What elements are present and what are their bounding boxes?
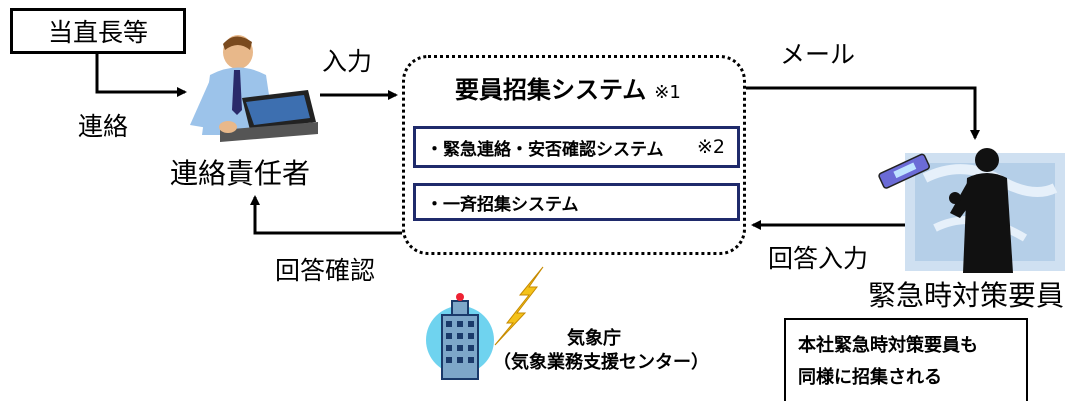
- mail-label: メール: [780, 40, 856, 69]
- jma-building-icon: [426, 266, 544, 380]
- responsible-person-icon: [190, 35, 318, 142]
- bulk-recall-system-box: ・一斉招集システム: [413, 183, 740, 221]
- note-line-1: 本社緊急時対策要員も: [798, 335, 978, 356]
- contact-arrow: [95, 54, 187, 97]
- mail-arrow: [746, 86, 980, 140]
- recall-system-box: [402, 55, 746, 255]
- note-line-2: 同様に招集される: [798, 366, 942, 388]
- duty-officer-label: 当直長等: [47, 18, 148, 47]
- contact-label: 連絡: [78, 112, 129, 141]
- jma-detail: （気象業務支援センター）: [493, 352, 709, 373]
- emergency-contact-system-box: ・緊急連絡・安否確認システム ※2: [413, 126, 740, 168]
- emergency-staff-label: 緊急時対策要員: [868, 279, 1065, 312]
- responsible-person-label: 連絡責任者: [170, 157, 311, 190]
- recall-system-note: ※1: [654, 82, 681, 103]
- answer-confirm-arrow: [250, 195, 402, 235]
- jma-name: 気象庁: [567, 328, 621, 349]
- recall-system-title-text: 要員招集システム: [455, 76, 647, 104]
- note-box: 本社緊急時対策要員も 同様に招集される: [784, 318, 1028, 401]
- emergency-contact-system-label: ・緊急連絡・安否確認システム: [426, 139, 664, 160]
- duty-officer-box: 当直長等: [10, 8, 186, 54]
- emergency-contact-system-note: ※2: [696, 136, 725, 158]
- answer-input-label: 回答入力: [768, 244, 869, 273]
- bulk-recall-system-label: ・一斉招集システム: [426, 194, 579, 215]
- recall-system-title: 要員招集システム ※1: [455, 78, 681, 102]
- input-label: 入力: [322, 47, 373, 76]
- answer-confirm-label: 回答確認: [275, 256, 376, 285]
- emergency-staff-icon: [878, 148, 1065, 273]
